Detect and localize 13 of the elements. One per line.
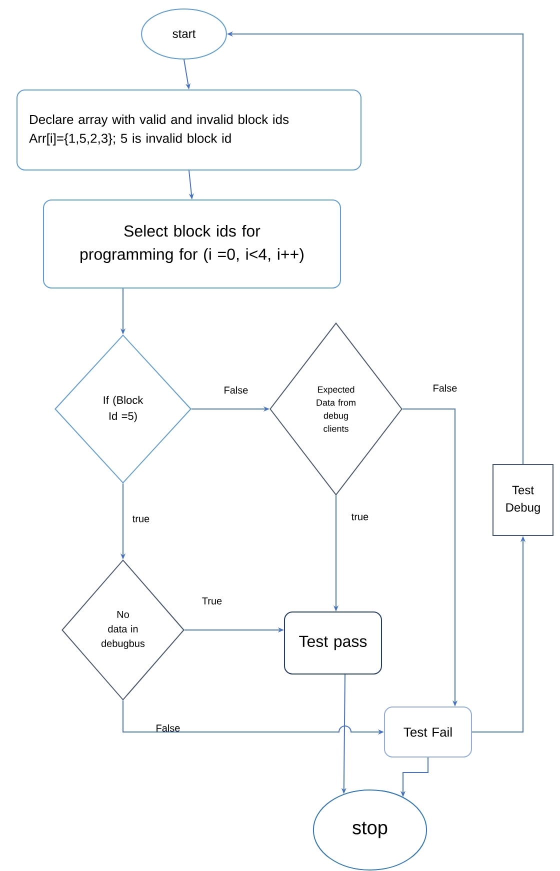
edge-label: true	[352, 514, 368, 520]
terminal-oval: start	[141, 8, 227, 60]
process-box: Test pass	[284, 612, 382, 674]
process-box: Test Fail	[384, 706, 472, 758]
edge-label: False	[156, 724, 180, 732]
process-box: Declare array with valid and invalid block ids Arr[i]={1,5,2,3}; 5 is invalid block id	[16, 90, 362, 170]
edge-label: True	[202, 598, 222, 604]
terminal-oval: stop	[312, 790, 428, 870]
edge-label: False	[434, 384, 457, 392]
process-box: Test Debug	[492, 464, 554, 536]
edge-label: False	[224, 386, 248, 394]
edge-label: true	[132, 516, 150, 522]
process-box: Select block ids for programming for (i =0, i<4, i++)	[43, 200, 341, 288]
